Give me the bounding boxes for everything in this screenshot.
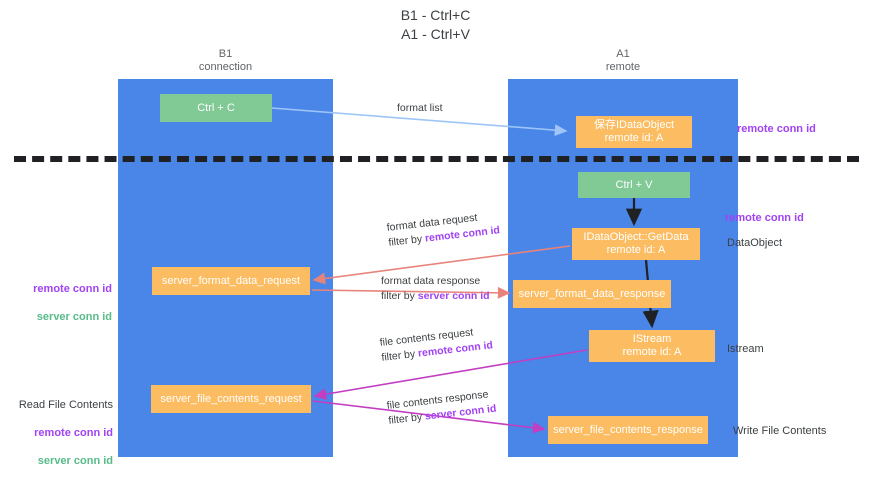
node-server-file-contents-response[interactable]: server_file_contents_response [548, 416, 708, 444]
label-left-server-conn-id-a: server conn id [36, 311, 112, 323]
column-header-a1: A1 remote [605, 48, 641, 73]
label-left-conn-ids-format: remote conn id server conn id [20, 268, 112, 338]
node-istream[interactable]: IStream remote id: A [589, 330, 715, 362]
filter-prefix: filter by [380, 347, 419, 364]
node-idataobject-getdata[interactable]: IDataObject::GetData remote id: A [572, 228, 700, 260]
node-idataobject[interactable]: 保存IDataObject remote id: A [576, 116, 692, 148]
diagram-canvas: B1 - Ctrl+C A1 - Ctrl+V B1 connection A1… [14, 7, 859, 467]
edge-label-format-data-response-filter: filter by server conn id [381, 289, 490, 304]
label-istream: Istream [727, 343, 764, 355]
edge-label-file-contents-response: file contents response filter by server … [386, 387, 497, 429]
edge-label-format-list-text: format list [397, 102, 443, 114]
phase-divider [14, 156, 859, 162]
label-read-file-contents: Read File Contents [18, 399, 113, 411]
column-header-b1: B1 connection [198, 48, 253, 73]
label-remote-conn-id-mid: remote conn id [725, 212, 804, 224]
node-server-format-data-request[interactable]: server_format_data_request [152, 267, 310, 295]
edge-label-format-list: format list [397, 101, 443, 116]
label-left-conn-ids-file: Read File Contents remote conn id server… [18, 384, 113, 482]
filter-prefix: filter by [387, 232, 426, 249]
edge-label-format-data-response-text: format data response [381, 275, 481, 287]
label-write-file-contents: Write File Contents [733, 425, 827, 437]
label-left-remote-conn-id-b: remote conn id [34, 427, 113, 439]
filter-key-server-conn-id: server conn id [417, 290, 490, 302]
node-server-format-data-response[interactable]: server_format_data_response [513, 280, 671, 308]
label-left-server-conn-id-b: server conn id [37, 455, 113, 467]
edge-label-format-data-request: format data request filter by remote con… [386, 208, 501, 250]
node-server-file-contents-request[interactable]: server_file_contents_request [151, 385, 311, 413]
filter-prefix: filter by [387, 410, 426, 427]
label-dataobject: DataObject [727, 237, 783, 249]
diagram-title: B1 - Ctrl+C A1 - Ctrl+V [400, 7, 471, 42]
label-remote-conn-id-top: remote conn id [737, 123, 816, 135]
node-ctrl-v[interactable]: Ctrl + V [578, 172, 690, 198]
edge-label-file-contents-request: file contents request filter by remote c… [379, 323, 494, 365]
label-left-remote-conn-id-a: remote conn id [33, 283, 112, 295]
filter-prefix: filter by [381, 290, 418, 302]
edge-label-format-data-response: format data response filter by server co… [381, 274, 490, 304]
node-ctrl-c[interactable]: Ctrl + C [160, 94, 272, 122]
